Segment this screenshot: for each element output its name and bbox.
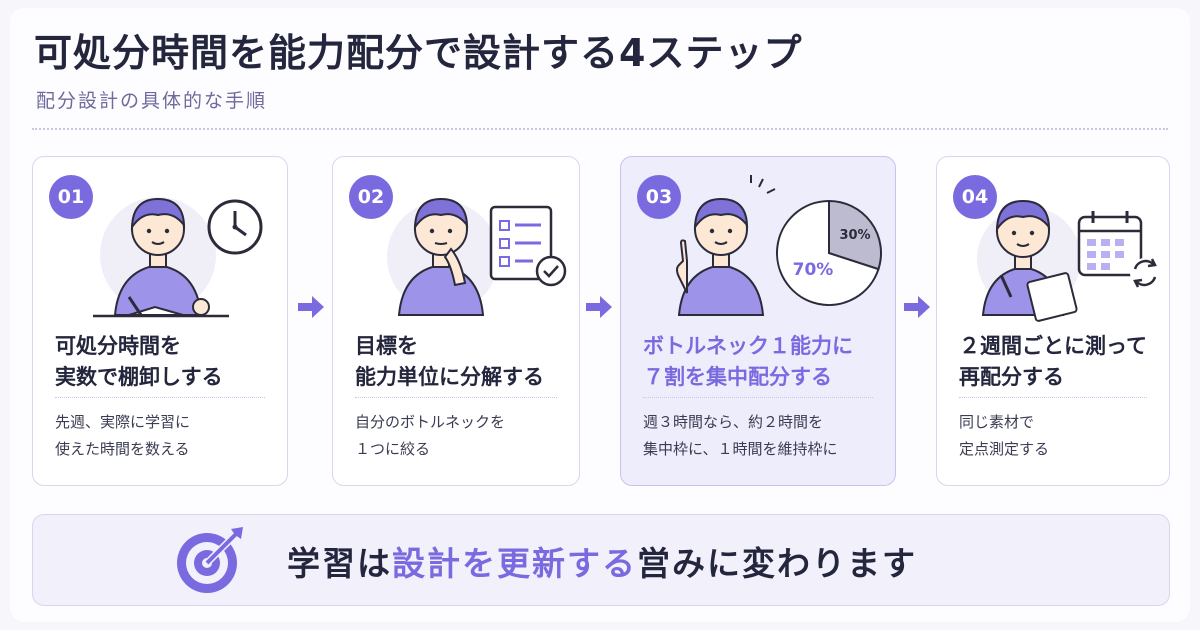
step-card-1: 01 可処分時間を 実数で棚卸しする 先週、実際に学習に 使えた時間を数える — [32, 156, 288, 486]
step-description-line: １つに絞る — [355, 440, 431, 458]
step-heading: ボトルネック１能力に ７割を集中配分する — [643, 331, 883, 393]
page-subtitle: 配分設計の具体的な手順 — [36, 90, 268, 112]
step-description: 同じ素材で 定点測定する — [959, 409, 1159, 463]
pie-slice-large — [776, 199, 880, 306]
page-title: 可処分時間を能力配分で設計する4ステップ — [34, 31, 803, 75]
step-heading: ２週間ごとに測って 再配分する — [959, 331, 1157, 393]
summary-text: 学習は — [287, 544, 392, 583]
pie-label-large: 70% — [793, 260, 834, 280]
person-clipboard-illustration — [977, 199, 1081, 322]
card-divider — [959, 397, 1147, 398]
step-description-line: 集中枠に、１時間を維持枠に — [643, 440, 838, 458]
step-heading-line: 可処分時間を — [55, 334, 181, 358]
step-description-line: 使えた時間を数える — [55, 440, 190, 458]
target-icon — [177, 527, 243, 593]
summary-text: 営みに変わります — [637, 544, 917, 583]
step-heading-line: 再配分する — [959, 365, 1064, 389]
arrow-right-icon — [904, 296, 930, 318]
step-card-2: 02 目標を 能力単位に分解する 自分のボトルネックを １つに絞る — [332, 156, 580, 486]
step-heading: 可処分時間を 実数で棚卸しする — [55, 331, 275, 393]
step-number-badge: 02 — [349, 175, 393, 219]
arrow-right-icon — [298, 296, 324, 318]
step-description-line: 週３時間なら、約２時間を — [643, 413, 824, 431]
step-description: 自分のボトルネックを １つに絞る — [355, 409, 569, 463]
card-divider — [55, 397, 265, 398]
step-description-line: 先週、実際に学習に — [55, 413, 191, 431]
header-divider — [32, 128, 1168, 130]
step-heading-line: 能力単位に分解する — [355, 365, 544, 389]
step-description: 週３時間なら、約２時間を 集中枠に、１時間を維持枠に — [643, 409, 885, 463]
card-divider — [355, 397, 557, 398]
step-heading-line: ボトルネック１能力に — [643, 334, 853, 358]
pie-chart-icon: 70% 30% — [776, 199, 882, 306]
arrow-right-icon — [586, 296, 612, 318]
summary-accent-text: 設計を更新する — [392, 544, 637, 583]
step-description: 先週、実際に学習に 使えた時間を数える — [55, 409, 277, 463]
step-heading-line: ７割を集中配分する — [643, 365, 832, 389]
step-number-badge: 01 — [49, 175, 93, 219]
person-pointing-illustration — [676, 175, 776, 316]
step-heading: 目標を 能力単位に分解する — [355, 331, 567, 393]
step-number-badge: 03 — [637, 175, 681, 219]
person-writing-illustration — [93, 197, 229, 318]
step-card-3: 03 70% 30% ボトルネック１能力に ７割を集中配分する 週３時間なら、約２… — [620, 156, 896, 486]
step-number-badge: 04 — [953, 175, 997, 219]
person-thinking-illustration — [387, 197, 499, 316]
card-divider — [643, 397, 873, 398]
step-description-line: 定点測定する — [959, 440, 1050, 458]
step-heading-line: ２週間ごとに測って — [959, 334, 1147, 358]
checklist-icon — [489, 205, 567, 287]
step-heading-line: 実数で棚卸しする — [55, 365, 223, 389]
summary-banner: 学習は設計を更新する営みに変わります — [32, 514, 1170, 606]
pie-slice-small — [828, 199, 882, 271]
step-description-line: 自分のボトルネックを — [355, 413, 506, 431]
step-description-line: 同じ素材で — [959, 413, 1035, 431]
summary-message: 学習は設計を更新する営みに変わります — [287, 537, 917, 585]
step-heading-line: 目標を — [355, 334, 418, 358]
pie-label-small: 30% — [839, 228, 870, 243]
step-card-4: 04 ２週間ごとに測って 再配分する 同じ素材で 定点測定する — [936, 156, 1170, 486]
clock-icon — [207, 199, 263, 255]
calendar-refresh-icon — [1077, 211, 1160, 288]
